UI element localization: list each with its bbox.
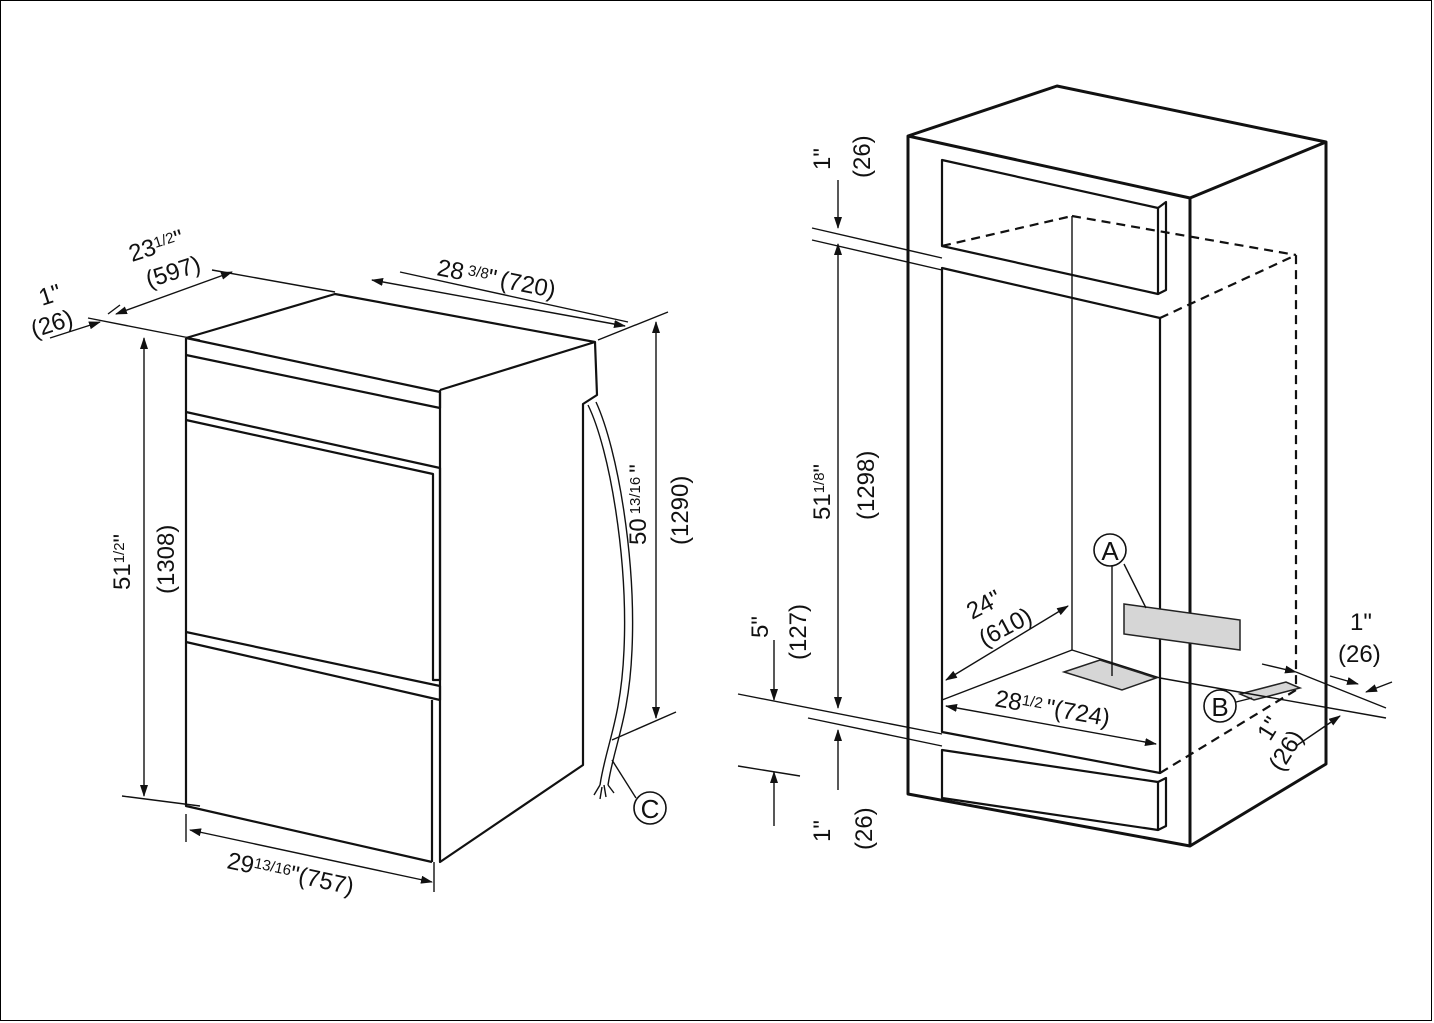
cable-callout-circle [633,791,667,825]
depth-top-label: 231/2" (597) [126,225,205,294]
svg-text:283/8"(720): 283/8"(720) [435,254,558,303]
cutout-floor-a [1061,659,1159,691]
appliance-top [185,292,597,392]
niche-height-label: 511/8" (1298) [809,451,880,520]
leader-b [1235,697,1253,703]
appliance-dimensions [49,269,677,892]
width-front-label: 2913/16"(757) [225,847,357,900]
control-panel-strip [185,336,442,410]
height-front-label: 511/2" (1308) [109,525,180,594]
side-gap-arrow-left [1261,663,1297,674]
width-front-arrow [189,828,433,884]
callout-a-circle [1093,533,1127,567]
appliance-front-left [184,338,433,864]
floor-height-inch: 5" [747,616,774,638]
side-gap-top-inch: 1" [1350,609,1372,636]
svg-text:(1308): (1308) [153,525,180,594]
width-side-arrow [371,278,626,328]
vent-area-a [1123,603,1241,651]
bottom-gap-mm: (26) [851,807,878,850]
svg-text:(1290): (1290) [667,476,694,545]
svg-text:5013/16": 5013/16" [625,464,652,545]
niche-depth-label: 24" (610) [962,585,1036,653]
callout-b-label: B [1211,692,1228,722]
cabinet-top [906,84,1328,200]
side-gap-arrow-right [1365,681,1393,693]
niche-opening [940,266,1162,775]
niche-depth-arrow [945,605,1069,681]
drawer-top-edge [185,630,442,702]
top-gap-inch: 1" [809,148,836,170]
floor-height-mm: (127) [785,604,812,660]
svg-text:2913/16"(757): 2913/16"(757) [225,847,357,900]
appliance-dimension-labels: 1" (26) 231/2" (597) 283/8"(720) 511/2" … [28,225,694,901]
top-gap-mm: (26) [849,135,876,178]
height-back-label: 5013/16" (1290) [625,464,694,545]
upper-panel [940,158,1160,296]
width-side-label: 283/8"(720) [435,254,558,303]
callout-b-circle [1203,689,1237,723]
callout-a-label: A [1101,536,1119,566]
svg-text:(1298): (1298) [853,451,880,520]
top-clearance-mm: (26) [28,305,77,344]
appliance-side [438,341,599,864]
power-cable [587,404,626,786]
cabinet-side [1189,142,1328,848]
depth-top-arrow [115,271,233,315]
side-gap-bottom-label: 1" (26) [1252,712,1309,776]
cabinet-dimensions [737,180,1393,826]
cable-callout-label: C [641,794,660,824]
leader-a-vent [1123,563,1147,609]
svg-text:511/2": 511/2" [109,534,136,590]
bottom-gap-inch: 1" [809,820,836,842]
niche-width-arrow [945,704,1157,746]
plinth-panel [940,748,1160,832]
hidden-niche-outline [1159,253,1298,774]
side-gap-arrow-bottom [1295,715,1341,747]
cabinet-dimension-labels: 1" (26) 511/8" (1298) 5" (127) 1" (26) 2… [747,135,1381,850]
side-gap-top-mm: (26) [1338,641,1381,668]
cabinet-front [906,136,1192,848]
svg-text:511/8": 511/8" [809,464,836,520]
appliance-drawing [184,292,637,864]
